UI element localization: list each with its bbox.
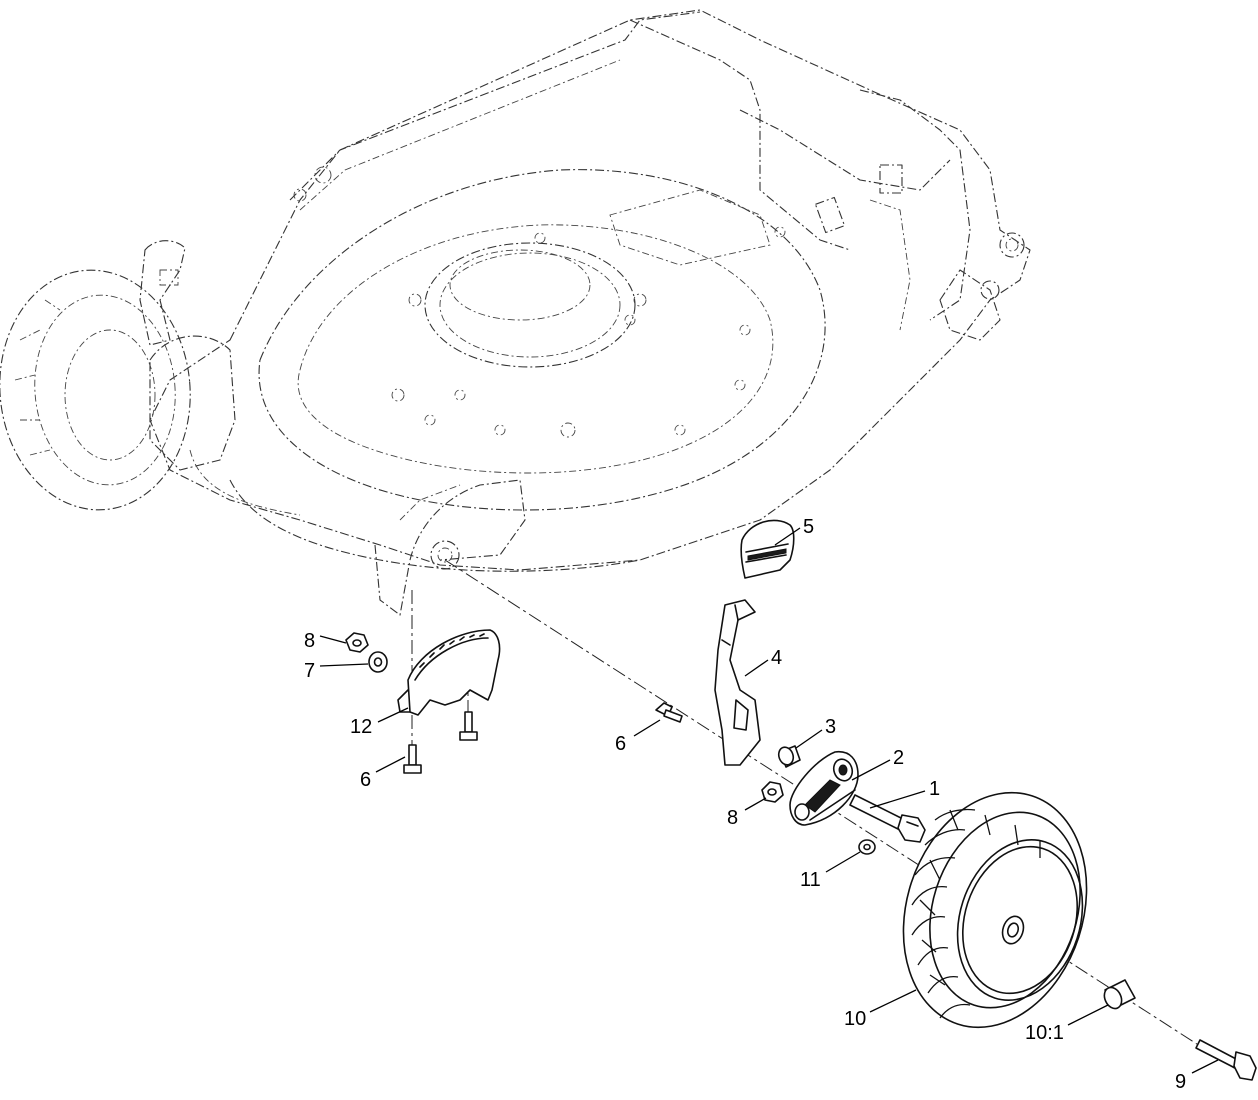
callout-7: 7: [304, 660, 315, 682]
callout-5: 5: [803, 516, 814, 538]
callout-4: 4: [771, 647, 782, 669]
bolt-part-6-upper: [655, 702, 683, 723]
washer-part-7: [368, 651, 388, 673]
axle-bolt-part-9: [1195, 1039, 1257, 1081]
callout-6-lower: 6: [360, 769, 371, 791]
nut-part-8-left: [345, 632, 369, 653]
height-adjust-plate: [397, 629, 501, 716]
callout-2: 2: [893, 747, 904, 769]
lever-grip: [740, 519, 795, 579]
shoulder-bolt-part-1: [849, 794, 926, 843]
washer-part-11: [858, 839, 876, 855]
callout-3: 3: [825, 716, 836, 738]
callout-leaders: [319, 527, 1219, 1074]
callout-11: 11: [800, 869, 821, 891]
callout-12: 12: [350, 716, 372, 738]
callout-labels: 1 2 3 4 5 6 6 7 8 8 9 10 10:1 11 12: [304, 516, 1186, 1093]
callout-10-1: 10:1: [1025, 1022, 1064, 1044]
front-wheel: [902, 791, 1088, 1029]
callout-9: 9: [1175, 1071, 1186, 1093]
mower-deck-outline: [149, 9, 1031, 616]
rear-left-wheel-outline: [0, 240, 191, 511]
callout-10: 10: [844, 1008, 866, 1030]
wheel-bushing-part-10-1: [1103, 979, 1136, 1010]
callout-1: 1: [929, 778, 940, 800]
nut-part-8-right: [761, 781, 784, 803]
pivot-bracket: [789, 750, 859, 826]
callout-6-upper: 6: [615, 733, 626, 755]
callout-8-right: 8: [727, 807, 738, 829]
spacer-part-3: [777, 745, 801, 768]
bolt-part-6-lower: [403, 711, 478, 774]
callout-8-left: 8: [304, 630, 315, 652]
height-adjust-lever: [714, 599, 761, 766]
